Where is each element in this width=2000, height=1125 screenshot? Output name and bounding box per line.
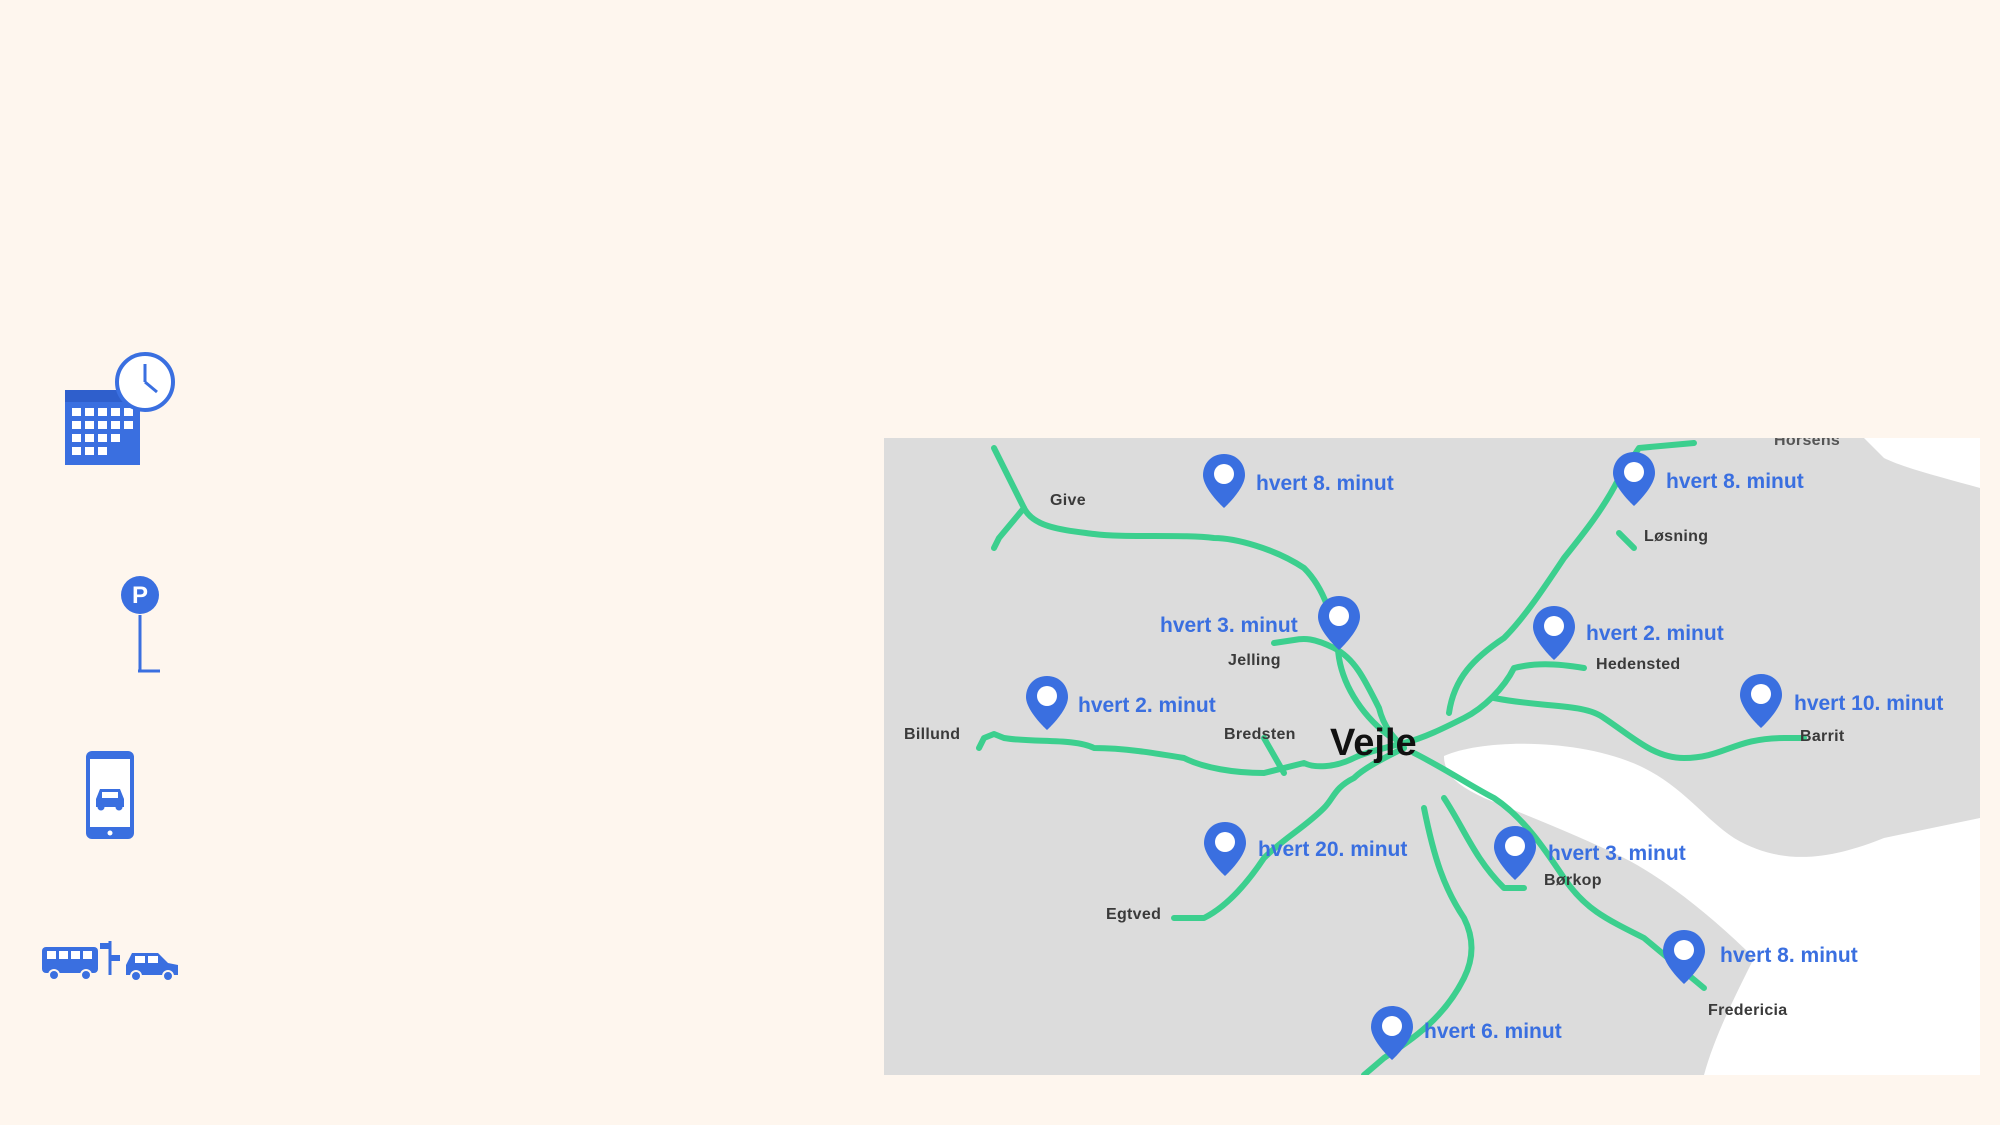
route-map: hvert 8. minut hvert 8. minut hvert 3. m… bbox=[884, 438, 1980, 1075]
frequency-label: hvert 20. minut bbox=[1258, 838, 1408, 861]
place-label: Horsens bbox=[1774, 438, 1841, 449]
map-pin-icon bbox=[1494, 826, 1536, 880]
frequency-label: hvert 3. minut bbox=[1160, 614, 1298, 637]
place-label: Give bbox=[1050, 492, 1086, 509]
parking-sign-icon: P bbox=[90, 560, 190, 690]
center-city-label: Vejle bbox=[1330, 722, 1417, 764]
frequency-label: hvert 3. minut bbox=[1548, 842, 1686, 865]
frequency-label: hvert 2. minut bbox=[1078, 694, 1216, 717]
map-pin-icon bbox=[1663, 930, 1705, 984]
place-label: Billund bbox=[904, 726, 961, 743]
map-pin-icon bbox=[1026, 676, 1068, 730]
frequency-label: hvert 8. minut bbox=[1720, 944, 1858, 967]
map-pin-icon bbox=[1740, 674, 1782, 728]
bus-car-transfer-icon bbox=[28, 920, 198, 1000]
calendar-clock-icon bbox=[50, 340, 190, 480]
place-label: Barrit bbox=[1800, 728, 1845, 745]
map-background bbox=[976, 438, 1980, 1075]
place-label: Egtved bbox=[1106, 906, 1162, 923]
map-pin-icon bbox=[1613, 452, 1655, 506]
map-pin-icon bbox=[1318, 596, 1360, 650]
frequency-label: hvert 6. minut bbox=[1424, 1020, 1562, 1043]
map-pin-icon bbox=[1203, 454, 1245, 508]
map-pin-icon bbox=[1371, 1006, 1413, 1060]
place-label: Børkop bbox=[1544, 872, 1602, 889]
place-label: Hedensted bbox=[1596, 656, 1681, 673]
map-pin-icon bbox=[1204, 822, 1246, 876]
place-label: Løsning bbox=[1644, 528, 1709, 545]
frequency-label: hvert 8. minut bbox=[1256, 472, 1394, 495]
phone-car-icon bbox=[70, 740, 150, 850]
frequency-label: hvert 10. minut bbox=[1794, 692, 1944, 715]
place-label: Bredsten bbox=[1224, 726, 1296, 743]
frequency-label: hvert 8. minut bbox=[1666, 470, 1804, 493]
frequency-label: hvert 2. minut bbox=[1586, 622, 1724, 645]
place-label: Jelling bbox=[1228, 652, 1281, 669]
place-label: Fredericia bbox=[1708, 1002, 1788, 1019]
svg-text:P: P bbox=[132, 582, 148, 609]
map-pin-icon bbox=[1533, 606, 1575, 660]
